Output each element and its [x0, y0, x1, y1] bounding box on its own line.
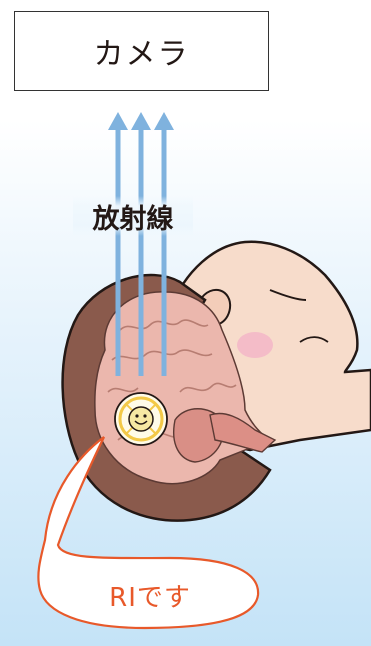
- callout-label-text: RIです: [109, 577, 191, 614]
- upward-arrow-icon: [108, 112, 128, 130]
- radiation-label-text: 放射線: [93, 197, 174, 236]
- upward-arrow-icon: [131, 112, 151, 130]
- smiley-face-icon: [115, 393, 167, 445]
- radiation-label: 放射線: [73, 196, 193, 236]
- callout-label: RIです: [70, 575, 230, 615]
- upward-arrow-icon: [154, 112, 174, 130]
